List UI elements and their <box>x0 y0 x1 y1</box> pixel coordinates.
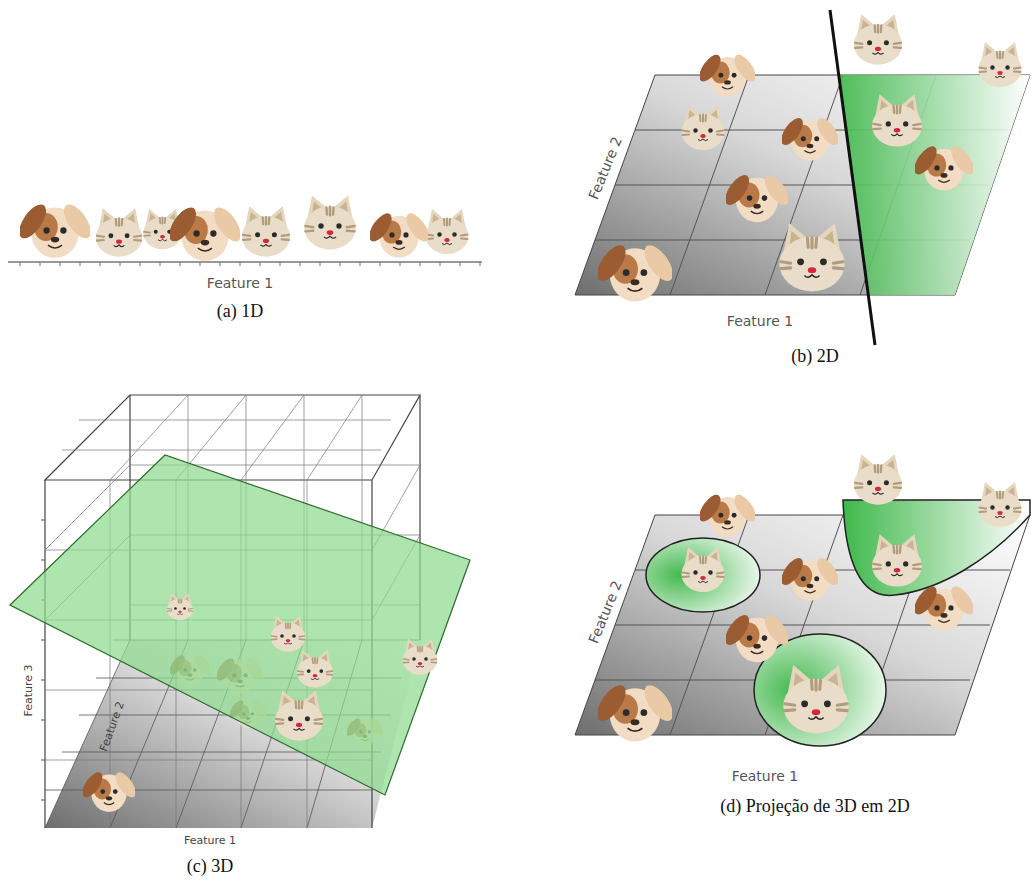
axis-label: Feature 1 <box>732 768 798 784</box>
panel-2d <box>575 10 1030 345</box>
axis-label: Feature 3 <box>22 664 35 716</box>
panel-projection <box>575 454 1030 746</box>
axis-label: Feature 1 <box>207 275 273 291</box>
panel-3d <box>10 395 470 828</box>
panel-caption: (c) 3D <box>187 856 233 877</box>
panel-caption: (b) 2D <box>791 346 839 367</box>
panel-1d <box>8 195 482 266</box>
panel-caption: (a) 1D <box>217 301 263 322</box>
panel-caption: (d) Projeção de 3D em 2D <box>720 796 909 817</box>
axis-label: Feature 1 <box>727 313 793 329</box>
axis-label: Feature 1 <box>184 834 236 847</box>
